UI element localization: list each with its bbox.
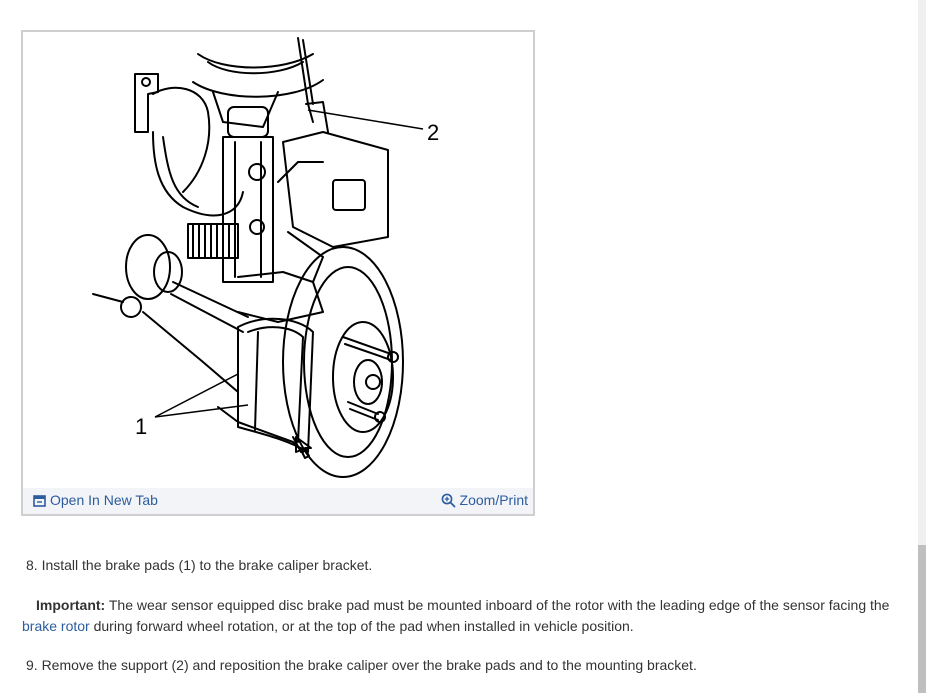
magnifier-plus-icon — [441, 493, 455, 507]
figure-toolbar: Open In New Tab Zoom/Print — [23, 488, 533, 514]
step-9-text: 9. Remove the support (2) and reposition… — [26, 657, 697, 673]
step-8-text: 8. Install the brake pads (1) to the bra… — [26, 557, 373, 573]
important-note: Important: The wear sensor equipped disc… — [22, 595, 902, 637]
vertical-scrollbar[interactable] — [918, 0, 926, 693]
callout-1: 1 — [135, 414, 147, 439]
brake-assembly-illustration: 1 2 — [92, 37, 439, 478]
zoom-print-link[interactable]: Zoom/Print — [441, 492, 528, 508]
open-in-new-tab-link[interactable]: Open In New Tab — [33, 492, 158, 508]
zoom-print-label: Zoom/Print — [459, 492, 528, 508]
important-label: Important: — [36, 597, 106, 613]
callout-2: 2 — [427, 120, 439, 145]
brake-rotor-link[interactable]: brake rotor — [22, 618, 90, 634]
figure-container: 1 2 Open In New Tab Zoom/Print — [21, 30, 535, 516]
open-in-new-tab-label: Open In New Tab — [50, 492, 158, 508]
important-text-before: The wear sensor equipped disc brake pad … — [105, 597, 890, 613]
important-text-after: during forward wheel rotation, or at the… — [89, 618, 634, 634]
scrollbar-thumb[interactable] — [918, 545, 926, 693]
new-window-icon — [33, 494, 46, 507]
